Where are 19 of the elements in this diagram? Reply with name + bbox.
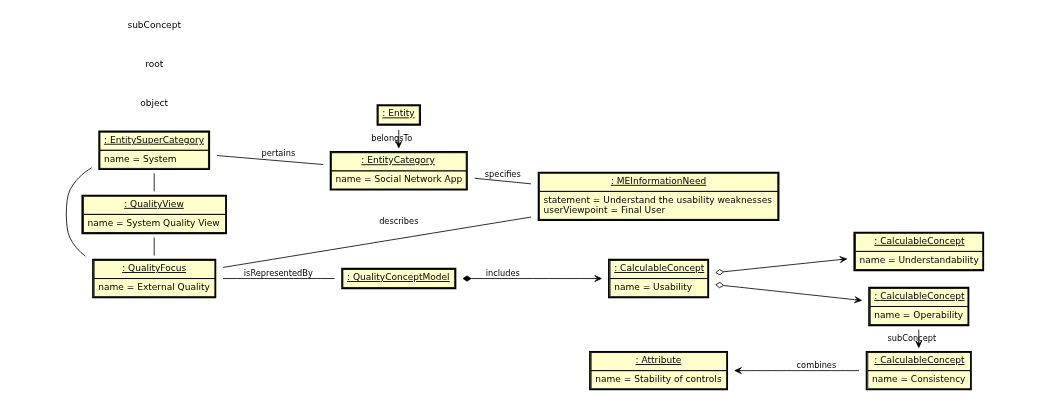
label: subConcept bbox=[127, 20, 181, 31]
edge-label: isRepresentedBy bbox=[243, 268, 313, 279]
edge-label: subConcept bbox=[887, 332, 937, 343]
edge-label: describes bbox=[379, 216, 419, 227]
edge-label: combines bbox=[796, 360, 837, 371]
edge-label: includes bbox=[485, 268, 520, 279]
edge-label: pertains bbox=[261, 148, 296, 159]
label: root bbox=[145, 59, 164, 70]
arrow bbox=[734, 367, 860, 374]
arrow bbox=[715, 282, 862, 304]
connector bbox=[222, 216, 532, 268]
connector bbox=[222, 278, 335, 279]
arrow bbox=[715, 256, 847, 276]
connector bbox=[474, 177, 532, 185]
edge-label: specifies bbox=[484, 169, 521, 180]
arrow bbox=[462, 275, 602, 282]
label: object bbox=[140, 97, 169, 108]
connector bbox=[65, 167, 92, 257]
connector bbox=[216, 155, 324, 165]
